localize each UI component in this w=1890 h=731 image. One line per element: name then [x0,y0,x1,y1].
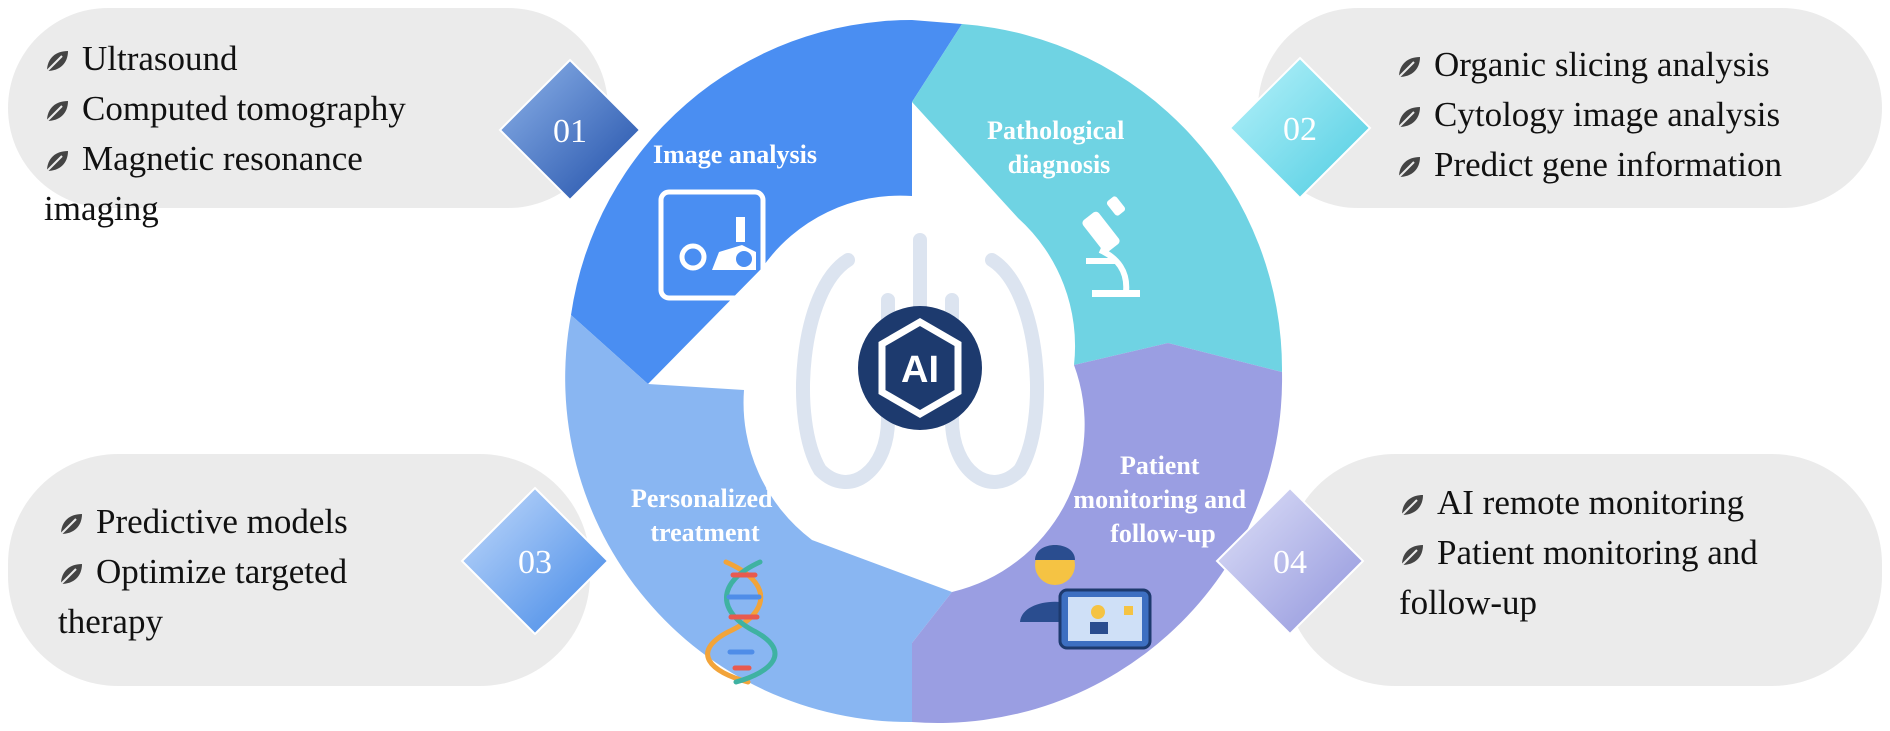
segment-03-arc [565,315,952,723]
bullet-list-01: Ultrasound Computed tomography Magnetic … [44,34,406,234]
bullet-item: Patient monitoring and [1399,528,1758,578]
segment-04-arc [912,343,1283,723]
bullet-tail: follow-up [1399,583,1538,622]
diamond-01-number: 01 [553,113,587,150]
image-analysis-icon [658,189,766,301]
bullet-item: Predictive models [58,497,348,547]
segment-03-title: Personalized treatment [631,484,779,547]
leaf-icon [46,51,68,72]
bullet-item: Optimize targeted [58,547,348,597]
leaf-icon [1398,157,1420,178]
leaf-icon [46,151,68,172]
segment-02-title: Pathological diagnosis [987,116,1131,179]
bullet-tail: therapy [58,602,163,641]
leaf-icon [1398,107,1420,128]
hexagon-icon [878,317,962,419]
leaf-icon [1401,545,1423,566]
bullet-item: AI remote monitoring [1399,478,1758,528]
leaf-icon [1398,57,1420,78]
bullet-item: Cytology image analysis [1396,90,1782,140]
bullet-item: Predict gene information [1396,140,1782,190]
leaf-icon [46,101,68,122]
bullet-list-03: Predictive models Optimize targeted ther… [58,497,348,647]
leaf-icon [60,564,82,585]
bullet-item: Magnetic resonance [44,134,406,184]
pill-01 [8,8,608,208]
pill-02 [1258,8,1882,208]
bullet-list-02: Organic slicing analysis Cytology image … [1396,40,1782,190]
bullet-item: Organic slicing analysis [1396,40,1782,90]
segment-01-arc [571,19,962,384]
diamond-03-number: 03 [518,544,552,581]
segment-02-arc [912,24,1283,372]
bullet-item: Ultrasound [44,34,406,84]
diamond-03 [460,486,610,636]
leaf-icon [1401,495,1423,516]
bullet-list-04: AI remote monitoring Patient monitoring … [1399,478,1758,628]
segment-04-title: Patient monitoring and follow-up [1073,451,1252,548]
diamond-02 [1228,56,1372,200]
ai-label: AI [901,349,939,391]
diamond-01 [498,58,642,202]
bullet-item: Computed tomography [44,84,406,134]
diamond-04 [1215,486,1365,636]
diamond-02-number: 02 [1283,111,1317,148]
bullet-tail: imaging [44,189,159,228]
pill-04 [1285,454,1882,686]
remote-doctor-icon [1020,545,1152,650]
leaf-icon [60,514,82,535]
diamond-04-number: 04 [1273,544,1307,581]
dna-icon [705,559,778,685]
microscope-icon [1082,196,1140,297]
segment-01-title: Image analysis [653,140,817,169]
